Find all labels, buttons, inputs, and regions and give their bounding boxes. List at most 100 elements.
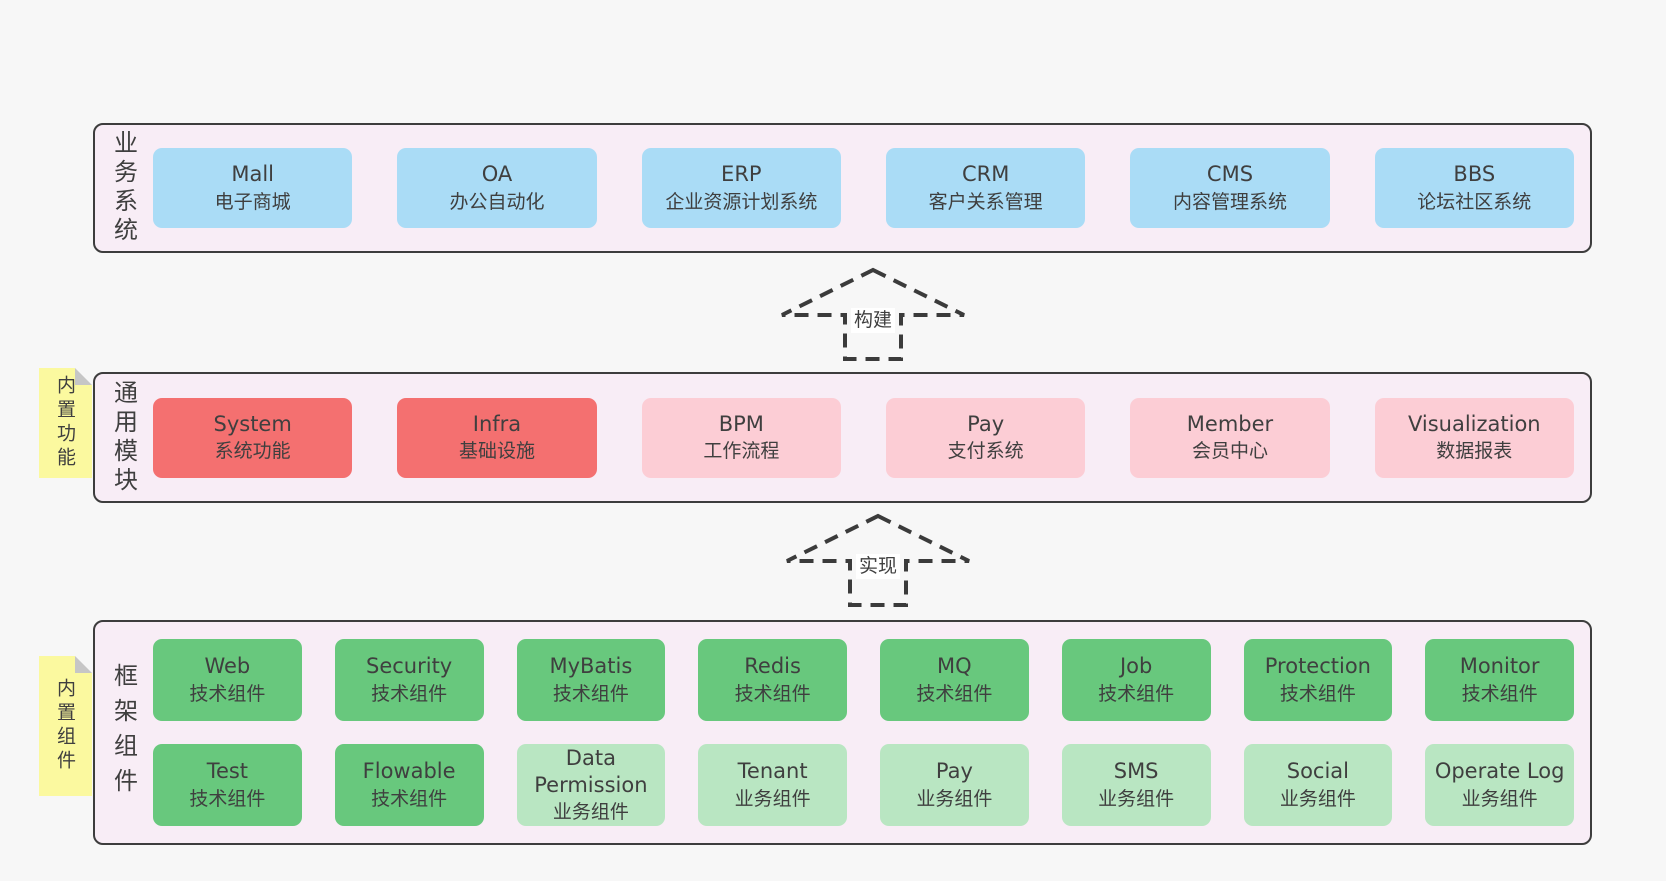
component-box-social: Social 业务组件 xyxy=(1243,744,1393,826)
band-business-systems: 业务系统 Mall 电子商城 OA 办公自动化 ERP 企业资源计划系统 CRM… xyxy=(93,123,1592,253)
box-subtitle: 业务组件 xyxy=(1279,787,1356,810)
build-arrow: 构建 xyxy=(778,266,968,361)
component-box-mybatis: MyBatis 技术组件 xyxy=(516,639,666,721)
component-box-flowable: Flowable 技术组件 xyxy=(334,744,484,826)
box-title: Monitor xyxy=(1459,654,1540,679)
box-subtitle: 会员中心 xyxy=(1191,440,1268,463)
box-subtitle: 技术组件 xyxy=(552,682,629,705)
framework-box-rows: Web 技术组件 Security 技术组件 MyBatis 技术组件 Redi… xyxy=(153,622,1590,843)
box-title: Operate Log xyxy=(1434,759,1565,784)
component-box-mq: MQ 技术组件 xyxy=(880,639,1029,721)
module-box-pay: Pay 支付系统 xyxy=(885,397,1086,478)
module-box-member: Member 会员中心 xyxy=(1130,397,1330,478)
box-subtitle: 技术组件 xyxy=(371,787,448,810)
box-subtitle: 技术组件 xyxy=(734,682,811,705)
box-title: Data Permission xyxy=(534,745,648,798)
box-subtitle: 技术组件 xyxy=(1098,682,1175,705)
box-title: Protection xyxy=(1264,654,1371,679)
box-subtitle: 技术组件 xyxy=(1461,682,1538,705)
business-box-row: Mall 电子商城 OA 办公自动化 ERP 企业资源计划系统 CRM 客户关系… xyxy=(153,125,1590,251)
box-subtitle: 客户关系管理 xyxy=(928,190,1043,213)
business-box-erp: ERP 企业资源计划系统 xyxy=(641,148,841,228)
business-box-bbs: BBS 论坛社区系统 xyxy=(1374,148,1574,228)
sticky-components-label: 内置组件 xyxy=(54,678,76,774)
box-title: BPM xyxy=(718,411,764,436)
band-label-col: 通用模块 xyxy=(95,374,153,501)
component-box-protection: Protection 技术组件 xyxy=(1243,639,1393,721)
box-subtitle: 企业资源计划系统 xyxy=(665,190,818,213)
box-subtitle: 系统功能 xyxy=(214,440,291,463)
box-subtitle: 技术组件 xyxy=(189,787,266,810)
band-business-label: 业务系统 xyxy=(109,130,138,246)
box-title: Web xyxy=(204,654,251,679)
module-box-system: System 系统功能 xyxy=(153,397,353,478)
component-box-redis: Redis 技术组件 xyxy=(698,639,847,721)
box-title: CMS xyxy=(1206,162,1254,187)
band-framework-components: 框架组件 Web 技术组件 Security 技术组件 MyBatis 技术组件… xyxy=(93,620,1592,845)
box-title: MQ xyxy=(937,654,972,679)
box-title: Infra xyxy=(472,411,522,436)
box-title: Security xyxy=(366,654,453,679)
box-subtitle: 业务组件 xyxy=(734,787,811,810)
sticky-functions-label: 内置功能 xyxy=(54,375,76,471)
box-title: Pay xyxy=(935,759,973,784)
module-box-infra: Infra 基础设施 xyxy=(397,397,597,478)
sticky-note-builtin-components: 内置组件 xyxy=(39,656,92,796)
component-box-test: Test 技术组件 xyxy=(153,744,302,826)
component-box-sms: SMS 业务组件 xyxy=(1061,744,1211,826)
dashed-up-arrow-icon xyxy=(786,513,970,607)
box-subtitle: 技术组件 xyxy=(916,682,993,705)
box-title: Member xyxy=(1186,411,1274,436)
box-subtitle: 业务组件 xyxy=(916,787,993,810)
module-box-bpm: BPM 工作流程 xyxy=(641,397,841,478)
component-box-security: Security 技术组件 xyxy=(334,639,484,721)
box-subtitle: 技术组件 xyxy=(371,682,448,705)
band-framework-label: 框架组件 xyxy=(109,662,138,803)
band-common-modules: 通用模块 System 系统功能 Infra 基础设施 BPM 工作流程 Pay… xyxy=(93,372,1592,503)
box-title: ERP xyxy=(721,162,762,187)
implement-arrow-label: 实现 xyxy=(855,554,901,579)
module-box-visualization: Visualization 数据报表 xyxy=(1374,397,1574,478)
box-subtitle: 基础设施 xyxy=(458,440,535,463)
box-title: Tenant xyxy=(737,759,808,784)
box-title: Visualization xyxy=(1407,411,1541,436)
framework-box-row-1: Web 技术组件 Security 技术组件 MyBatis 技术组件 Redi… xyxy=(153,639,1574,721)
box-subtitle: 电子商城 xyxy=(214,190,291,213)
box-subtitle: 内容管理系统 xyxy=(1172,190,1287,213)
component-box-operate-log: Operate Log 业务组件 xyxy=(1425,744,1574,826)
box-subtitle: 办公自动化 xyxy=(449,190,545,213)
box-subtitle: 技术组件 xyxy=(1279,682,1356,705)
framework-box-row-2: Test 技术组件 Flowable 技术组件 Data Permission … xyxy=(153,744,1574,826)
box-subtitle: 业务组件 xyxy=(1098,787,1175,810)
box-title: Flowable xyxy=(362,759,456,784)
box-title: System xyxy=(213,411,292,436)
build-arrow-label: 构建 xyxy=(850,308,896,333)
box-title: SMS xyxy=(1113,759,1159,784)
box-title: MyBatis xyxy=(549,654,633,679)
box-title: Job xyxy=(1119,654,1153,679)
component-box-data-permission: Data Permission 业务组件 xyxy=(516,744,666,826)
component-box-web: Web 技术组件 xyxy=(153,639,302,721)
band-label-col: 框架组件 xyxy=(95,622,153,843)
component-box-tenant: Tenant 业务组件 xyxy=(698,744,847,826)
sticky-note-builtin-functions: 内置功能 xyxy=(39,368,92,478)
implement-arrow: 实现 xyxy=(783,512,973,607)
band-label-col: 业务系统 xyxy=(95,125,153,251)
box-subtitle: 论坛社区系统 xyxy=(1417,190,1532,213)
business-box-mall: Mall 电子商城 xyxy=(153,148,353,228)
box-title: Redis xyxy=(744,654,801,679)
business-box-oa: OA 办公自动化 xyxy=(397,148,597,228)
box-subtitle: 工作流程 xyxy=(703,440,780,463)
box-title: Test xyxy=(206,759,249,784)
dashed-up-arrow-icon xyxy=(781,267,965,361)
box-subtitle: 技术组件 xyxy=(189,682,266,705)
box-subtitle: 支付系统 xyxy=(947,440,1024,463)
component-box-pay: Pay 业务组件 xyxy=(880,744,1029,826)
component-box-monitor: Monitor 技术组件 xyxy=(1425,639,1574,721)
box-title: Pay xyxy=(967,411,1005,436)
box-title: Social xyxy=(1286,759,1349,784)
module-box-row: System 系统功能 Infra 基础设施 BPM 工作流程 Pay 支付系统… xyxy=(153,374,1590,501)
box-subtitle: 数据报表 xyxy=(1436,440,1513,463)
box-title: Mall xyxy=(231,162,274,187)
